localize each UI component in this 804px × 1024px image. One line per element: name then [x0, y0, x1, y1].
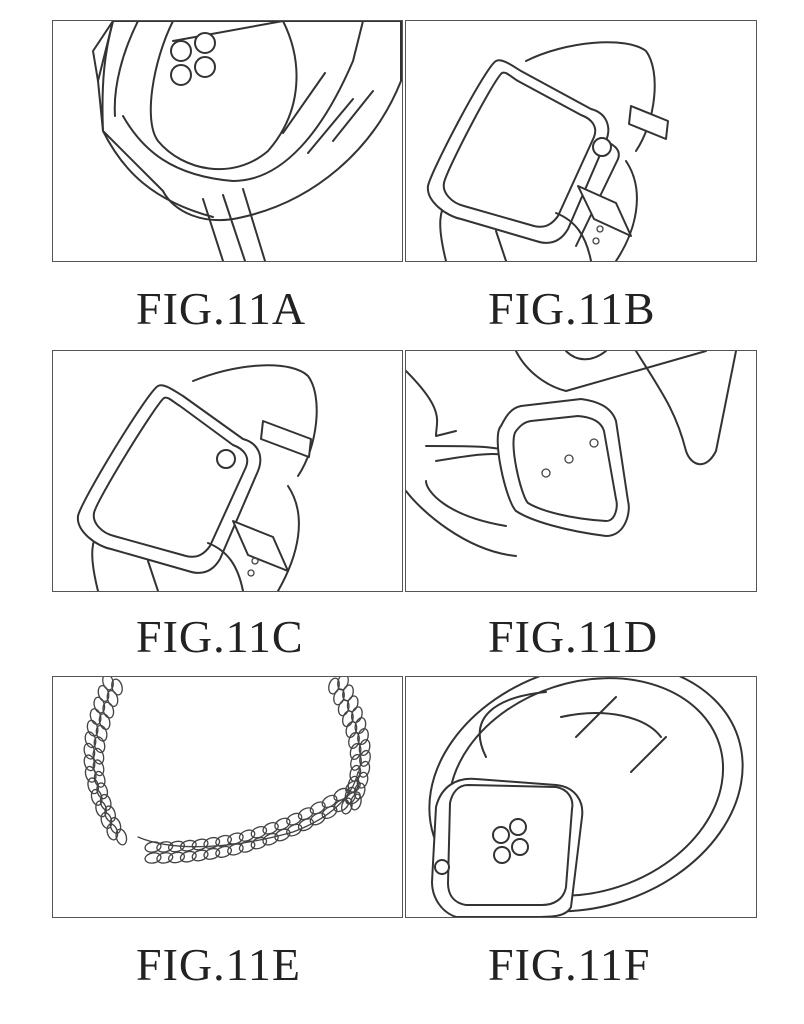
figure-11f-panel	[405, 676, 757, 918]
bracelet-link	[261, 831, 280, 847]
caption-fig-11d: FIG.11D	[488, 610, 658, 663]
watch-back-loop-band-icon	[406, 677, 756, 917]
watch-back-sensor-icon	[53, 21, 402, 261]
bracelet-link	[327, 677, 341, 695]
caption-fig-11e: FIG.11E	[136, 938, 301, 991]
link-bracelet-icon	[53, 677, 402, 917]
bracelet-link	[179, 850, 197, 864]
caption-fig-11c: FIG.11C	[136, 610, 304, 663]
figure-11b-panel	[405, 20, 757, 262]
watch-buckle-band-icon	[406, 21, 756, 261]
figure-11c-panel	[52, 350, 403, 592]
figure-11a-panel	[52, 20, 403, 262]
watch-buckle-closeup-icon	[406, 351, 756, 591]
figure-11d-panel	[405, 350, 757, 592]
figure-11e-panel	[52, 676, 403, 918]
caption-fig-11a: FIG.11A	[136, 282, 306, 335]
caption-fig-11b: FIG.11B	[488, 282, 656, 335]
bracelet-link	[168, 851, 186, 864]
watch-buckle-band-icon	[53, 351, 402, 591]
caption-fig-11f: FIG.11F	[488, 938, 651, 991]
